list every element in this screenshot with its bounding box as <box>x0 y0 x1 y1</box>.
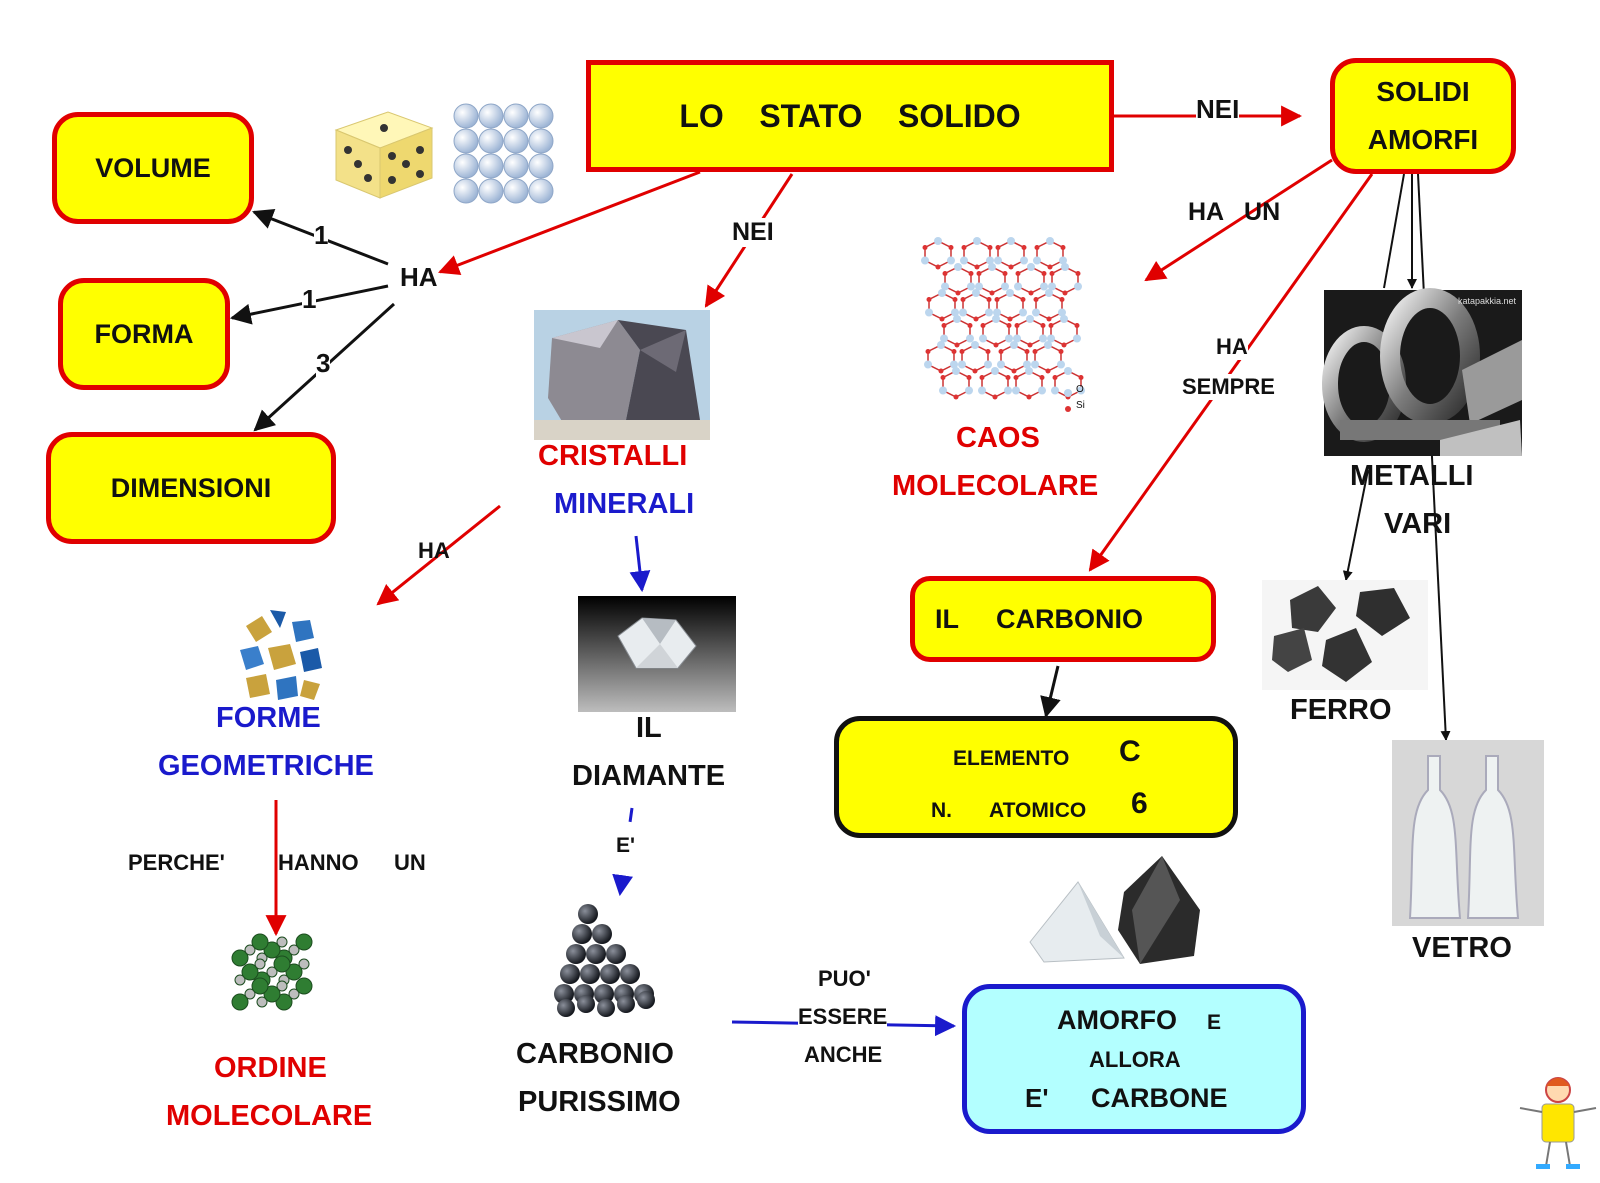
edge-label-1a: 1 <box>314 220 329 251</box>
dimensioni-box: DIMENSIONI <box>46 432 336 544</box>
e-apos-text: E' <box>1025 1083 1049 1113</box>
atomico-value: 6 <box>1131 787 1148 820</box>
molecolare-caos-label: MOLECOLARE <box>892 470 1099 502</box>
ferro-label: FERRO <box>1290 694 1392 726</box>
edge-label-hanno: HANNO <box>278 850 359 875</box>
diamante-label: DIAMANTE <box>572 760 726 792</box>
line-solidi-to-metalli-a <box>1383 173 1405 289</box>
edge-label-ha: HA <box>1216 334 1248 360</box>
molecular-network-image <box>921 237 1085 412</box>
metalli-label: METALLI <box>1350 460 1474 492</box>
edge-label-1b: 1 <box>302 284 317 315</box>
arrow-solidi-to-ferro <box>1342 469 1369 581</box>
edge-label-un: UN <box>394 850 426 875</box>
edge-label-nei-top: NEI <box>1196 94 1240 125</box>
forma-text: FORMA <box>94 318 194 349</box>
edge-label-puo: PUO' <box>818 966 871 991</box>
crystal-photo <box>534 310 710 440</box>
amorfo-e-text: E <box>1207 1011 1222 1034</box>
edge-label-nei-left: NEI <box>732 218 774 247</box>
polyhedra-image <box>240 610 322 700</box>
elemento-symbol: C <box>1119 735 1141 768</box>
metal-watermark: katapakkia.net <box>1458 296 1517 306</box>
title-text: LO STATO SOLIDO <box>679 97 1021 134</box>
vari-label: VARI <box>1384 508 1452 540</box>
ordine-label: ORDINE <box>214 1052 327 1084</box>
solidi-amorfi-box: SOLIDI AMORFI <box>1330 58 1516 174</box>
carbon-pyramid-image <box>554 904 655 1017</box>
amorfo-box: AMORFO E ALLORA E' CARBONE <box>962 984 1306 1134</box>
diamond-photo <box>578 596 736 712</box>
arrow-minerali-to-diamante <box>629 535 651 593</box>
dice-image <box>334 111 434 199</box>
molecule-cube-image <box>231 933 313 1011</box>
lattice-legend-si: Si <box>1076 400 1085 411</box>
carbone-text: CARBONE <box>1091 1083 1228 1113</box>
elemento-box: ELEMENTO C N. ATOMICO 6 <box>834 716 1238 838</box>
edge-label-e-apos: E' <box>616 834 636 858</box>
molecolare-ordine-label: MOLECOLARE <box>166 1100 373 1132</box>
edge-label-essere: ESSERE <box>798 1004 888 1030</box>
volume-box: VOLUME <box>52 112 254 224</box>
allora-text: ALLORA <box>1089 1047 1181 1072</box>
mascot-figure <box>1519 1077 1597 1169</box>
edge-label-sempre: SEMPRE <box>1182 374 1275 400</box>
caos-label: CAOS <box>956 422 1040 454</box>
volume-text: VOLUME <box>95 152 211 183</box>
amorfo-text: AMORFO <box>1057 1005 1177 1035</box>
il-label: IL <box>636 712 662 744</box>
purissimo-label: PURISSIMO <box>518 1086 681 1118</box>
minerali-label: MINERALI <box>554 488 695 520</box>
amorfi-text: AMORFI <box>1367 124 1479 155</box>
arrow-solidi-to-carbonio <box>1088 173 1374 572</box>
edge-label-ha-left: HA <box>400 262 438 292</box>
edge-label-3: 3 <box>316 348 331 379</box>
sphere-lattice-image <box>453 103 554 204</box>
elemento-label: ELEMENTO <box>953 747 1070 770</box>
title-box: LO STATO SOLIDO <box>586 60 1114 172</box>
geometriche-label: GEOMETRICHE <box>158 750 374 782</box>
edge-label-ha-forme: HA <box>418 538 450 563</box>
arrow-carbonio-to-elemento <box>1040 665 1061 719</box>
atomico-label: ATOMICO <box>989 799 1087 822</box>
carbonio-text: IL CARBONIO <box>935 603 1144 634</box>
lattice-legend-o: O <box>1076 384 1084 395</box>
arrow-cristalli-to-forme <box>376 504 501 606</box>
forme-label: FORME <box>216 702 321 734</box>
solidi-text: SOLIDI <box>1376 76 1470 107</box>
carbonio-puro-label: CARBONIO <box>516 1038 674 1070</box>
arrow-solidi-to-vetro <box>1417 173 1451 741</box>
iron-photo <box>1262 580 1428 690</box>
edge-label-anche: ANCHE <box>804 1042 883 1067</box>
diamond-coal-photo <box>1029 856 1200 964</box>
numero-label: N. <box>931 799 952 822</box>
glass-bottles-photo <box>1392 740 1544 926</box>
dimensioni-text: DIMENSIONI <box>110 472 272 503</box>
carbonio-box: IL CARBONIO <box>910 576 1216 662</box>
metals-photo <box>1322 288 1522 456</box>
vetro-label: VETRO <box>1412 932 1512 964</box>
forma-box: FORMA <box>58 278 230 390</box>
edge-label-perche: PERCHE' <box>128 850 225 875</box>
arrow-solidi-to-caos <box>1144 158 1333 282</box>
edge-label-ha-un: HA UN <box>1188 198 1281 226</box>
cristalli-label: CRISTALLI <box>538 440 688 472</box>
arrow-title-to-ha <box>438 170 701 276</box>
